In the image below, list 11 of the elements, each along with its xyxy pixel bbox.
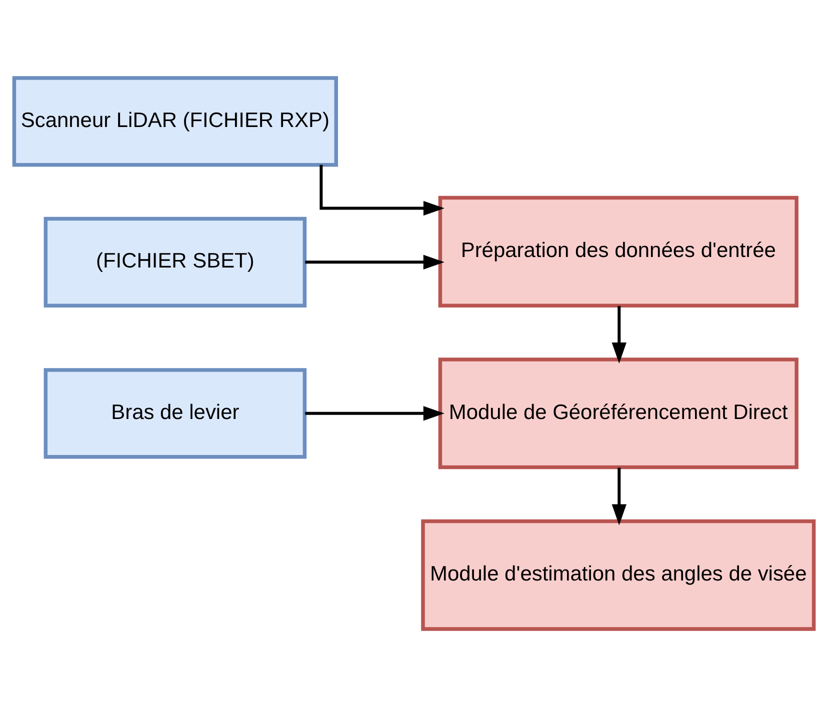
- node-box: Bras de levier: [44, 368, 307, 458]
- arrow: [320, 164, 444, 216]
- node-box: (FICHIER SBET): [44, 216, 307, 307]
- node-box: Scanneur LiDAR (FICHIER RXP): [12, 76, 338, 166]
- arrow: [305, 254, 444, 270]
- node-box: Module d'estimation des angles de visée: [421, 518, 816, 630]
- node-box: Préparation des données d'entrée: [438, 195, 798, 307]
- node-box: Module de Géoréférencement Direct: [438, 357, 798, 469]
- arrow: [612, 305, 626, 363]
- arrow: [305, 406, 444, 420]
- arrow: [612, 467, 626, 525]
